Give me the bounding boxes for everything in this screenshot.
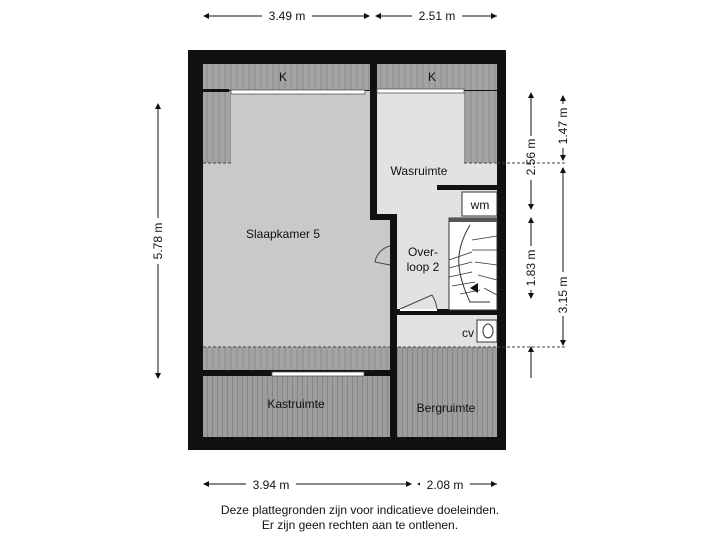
label-overloop-line1: Over-	[408, 245, 438, 259]
dim-left-label: 5.78 m	[151, 223, 165, 260]
wall-overloop-bottom	[397, 309, 497, 315]
roof-slope-right	[464, 91, 497, 163]
staircase	[448, 217, 498, 311]
roof-slope-top-left	[203, 64, 370, 90]
disclaimer-line-2: Er zijn geen rechten aan te ontlenen.	[261, 518, 459, 532]
label-kastruimte: Kastruimte	[267, 397, 325, 411]
disclaimer-line-1: Deze plattegronden zijn voor indicatieve…	[220, 503, 500, 517]
roof-slope-top-right	[377, 64, 497, 90]
roof-slope-left	[203, 91, 231, 163]
toilet-icon	[482, 323, 494, 339]
dim-right-d-label: 3.15 m	[556, 277, 570, 314]
label-overloop-line2: loop 2	[407, 260, 440, 274]
wall-top-divider	[370, 64, 377, 220]
dim-top-right-label: 2.51 m	[419, 9, 456, 23]
label-bergruimte: Bergruimte	[417, 401, 476, 415]
label-knee-left: K	[279, 70, 287, 84]
wall-kast-right	[390, 347, 397, 437]
dim-bottom-right-label: 2.08 m	[427, 478, 464, 492]
wall-wasruimte-bottom	[370, 214, 397, 220]
wall-stair-edge	[437, 185, 497, 190]
window-wasruimte	[376, 88, 465, 94]
window-kast	[271, 371, 365, 377]
dim-right-a-label: 2.56 m	[524, 139, 538, 176]
wall-overloop-left-lower	[390, 265, 397, 347]
wall-knee-top-left	[203, 89, 229, 92]
slaapkamer-floor	[203, 91, 390, 347]
window-slaapkamer	[230, 89, 366, 95]
label-wm: wm	[470, 198, 490, 212]
label-wasruimte: Wasruimte	[391, 164, 448, 178]
roof-slope-bottom	[203, 347, 390, 371]
label-slaapkamer: Slaapkamer 5	[246, 227, 320, 241]
dim-bottom-left-label: 3.94 m	[253, 478, 290, 492]
door-overloop[interactable]	[399, 294, 438, 310]
kastruimte-floor	[203, 376, 390, 437]
dim-right-b-label: 1.83 m	[524, 250, 538, 287]
label-knee-right: K	[428, 70, 436, 84]
washing-machine-box	[461, 191, 498, 217]
door-slaapkamer[interactable]	[374, 245, 391, 266]
label-cv: cv	[462, 326, 474, 340]
bergruimte-floor	[397, 347, 497, 437]
dim-right-c-label: 1.47 m	[556, 108, 570, 145]
wall-overloop-left	[390, 214, 397, 246]
dim-top-left-label: 3.49 m	[269, 9, 306, 23]
